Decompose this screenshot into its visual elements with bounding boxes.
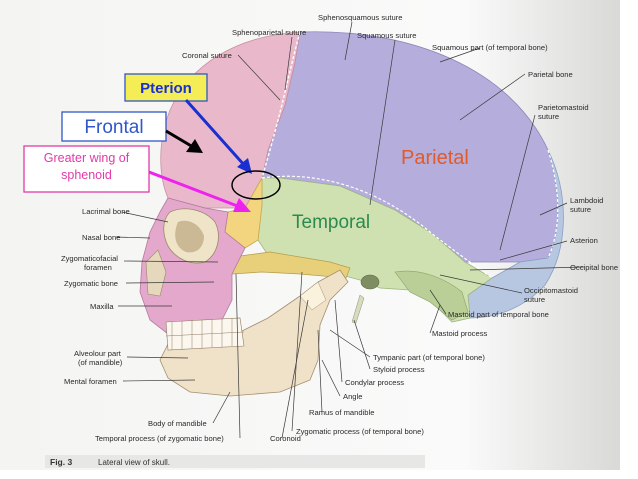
frontal-box bbox=[61, 111, 167, 142]
label-asterion: Asterion bbox=[570, 236, 598, 245]
label-lambdoid-suture-2: suture bbox=[570, 205, 591, 214]
label-zygomaticofacial-1: Zygomaticofacial bbox=[61, 254, 118, 263]
page-margin bbox=[620, 0, 638, 479]
lambdoid-suture-line bbox=[547, 149, 559, 259]
greater-wing-arrow-shaft bbox=[148, 170, 241, 209]
parietal-label: Parietal bbox=[401, 147, 469, 169]
label-nasal-bone: Nasal bone bbox=[82, 233, 120, 242]
label-zygomatic-process-temporal: Zygomatic process (of temporal bone) bbox=[296, 427, 424, 436]
pterion-label: Pterion bbox=[140, 80, 192, 97]
label-squamous-part-temporal: Squamous part (of temporal bone) bbox=[432, 43, 548, 52]
greater-wing-box bbox=[23, 145, 150, 193]
label-tympanic-part: Tympanic part (of temporal bone) bbox=[373, 353, 485, 362]
greater-wing-label-wrap: Greater wing of sphenoid bbox=[43, 151, 130, 182]
label-coronoid: Coronoid bbox=[270, 434, 301, 443]
label-squamous-suture: Squamous suture bbox=[357, 31, 417, 40]
caption-band bbox=[45, 455, 425, 468]
label-lambdoid-suture-1: Lambdoid bbox=[570, 196, 603, 205]
label-zygomatic-bone: Zygomatic bone bbox=[64, 279, 118, 288]
coronal-suture-line bbox=[261, 31, 301, 179]
external-acoustic-meatus bbox=[360, 274, 380, 290]
label-lacrimal-bone: Lacrimal bone bbox=[82, 207, 130, 216]
label-occipital-bone: Occipital bone bbox=[570, 263, 618, 272]
label-mental-foramen: Mental foramen bbox=[64, 377, 117, 386]
frontal-label: Frontal bbox=[84, 117, 143, 138]
label-sphenoparietal-suture: Sphenoparietal suture bbox=[232, 28, 306, 37]
anatomy-labels: Sphenosquamous suture Sphenoparietal sut… bbox=[61, 13, 618, 443]
label-body-mandible: Body of mandible bbox=[148, 419, 207, 428]
label-ramus-mandible: Ramus of mandible bbox=[309, 408, 374, 417]
label-angle: Angle bbox=[343, 392, 362, 401]
pterion-arrowhead bbox=[237, 158, 252, 174]
figure-caption: Fig. 3 Lateral view of skull. bbox=[45, 455, 425, 468]
label-maxilla: Maxilla bbox=[90, 302, 114, 311]
greater-wing-arrowhead bbox=[233, 198, 251, 212]
styloid-process bbox=[351, 294, 365, 324]
pterion-arrow-shaft bbox=[184, 99, 247, 167]
squamous-suture-line bbox=[261, 175, 493, 279]
teeth bbox=[165, 317, 245, 351]
greater-wing-label: Greater wing of sphenoid bbox=[43, 151, 130, 182]
label-occipitomastoid-suture-1: Occipitomastoid bbox=[524, 286, 578, 295]
temporal-label: Temporal bbox=[292, 212, 370, 233]
label-parietomastoid-suture-1: Parietomastoid bbox=[538, 103, 589, 112]
overlay-annotations: Pterion Frontal Greater wing of sphenoid… bbox=[23, 73, 469, 233]
label-styloid-process: Styloid process bbox=[373, 365, 425, 374]
mandible bbox=[159, 269, 349, 397]
leader-lines bbox=[115, 21, 585, 439]
label-coronal-suture: Coronal suture bbox=[182, 51, 232, 60]
label-alveolar-part-1: Alveolour part bbox=[74, 349, 122, 358]
label-sphenosquamous-suture: Sphenosquamous suture bbox=[318, 13, 402, 22]
label-mastoid-process: Mastoid process bbox=[432, 329, 487, 338]
coronoid-process bbox=[299, 281, 327, 311]
orbit-shadow bbox=[175, 220, 204, 253]
caption-text: Lateral view of skull. bbox=[98, 458, 170, 467]
label-parietomastoid-suture-2: suture bbox=[538, 112, 559, 121]
mastoid-region bbox=[394, 270, 469, 321]
label-parietal-bone: Parietal bone bbox=[528, 70, 573, 79]
frontal-arrowhead bbox=[186, 139, 203, 153]
label-temporal-process-zygomatic: Temporal process (of zygomatic bone) bbox=[95, 434, 224, 443]
zygomatic-arch bbox=[224, 251, 351, 279]
caption-fig-number: Fig. 3 bbox=[50, 457, 72, 467]
label-occipitomastoid-suture-2: suture bbox=[524, 295, 545, 304]
label-zygomaticofacial-2: foramen bbox=[84, 263, 112, 272]
label-condylar-process: Condylar process bbox=[345, 378, 404, 387]
pterion-circle bbox=[231, 170, 281, 200]
pterion-box bbox=[124, 73, 208, 102]
label-alveolar-part-2: (of mandible) bbox=[78, 358, 123, 367]
label-mastoid-part-temporal: Mastoid part of temporal bone bbox=[448, 310, 549, 319]
frontal-arrow-shaft bbox=[165, 129, 194, 149]
